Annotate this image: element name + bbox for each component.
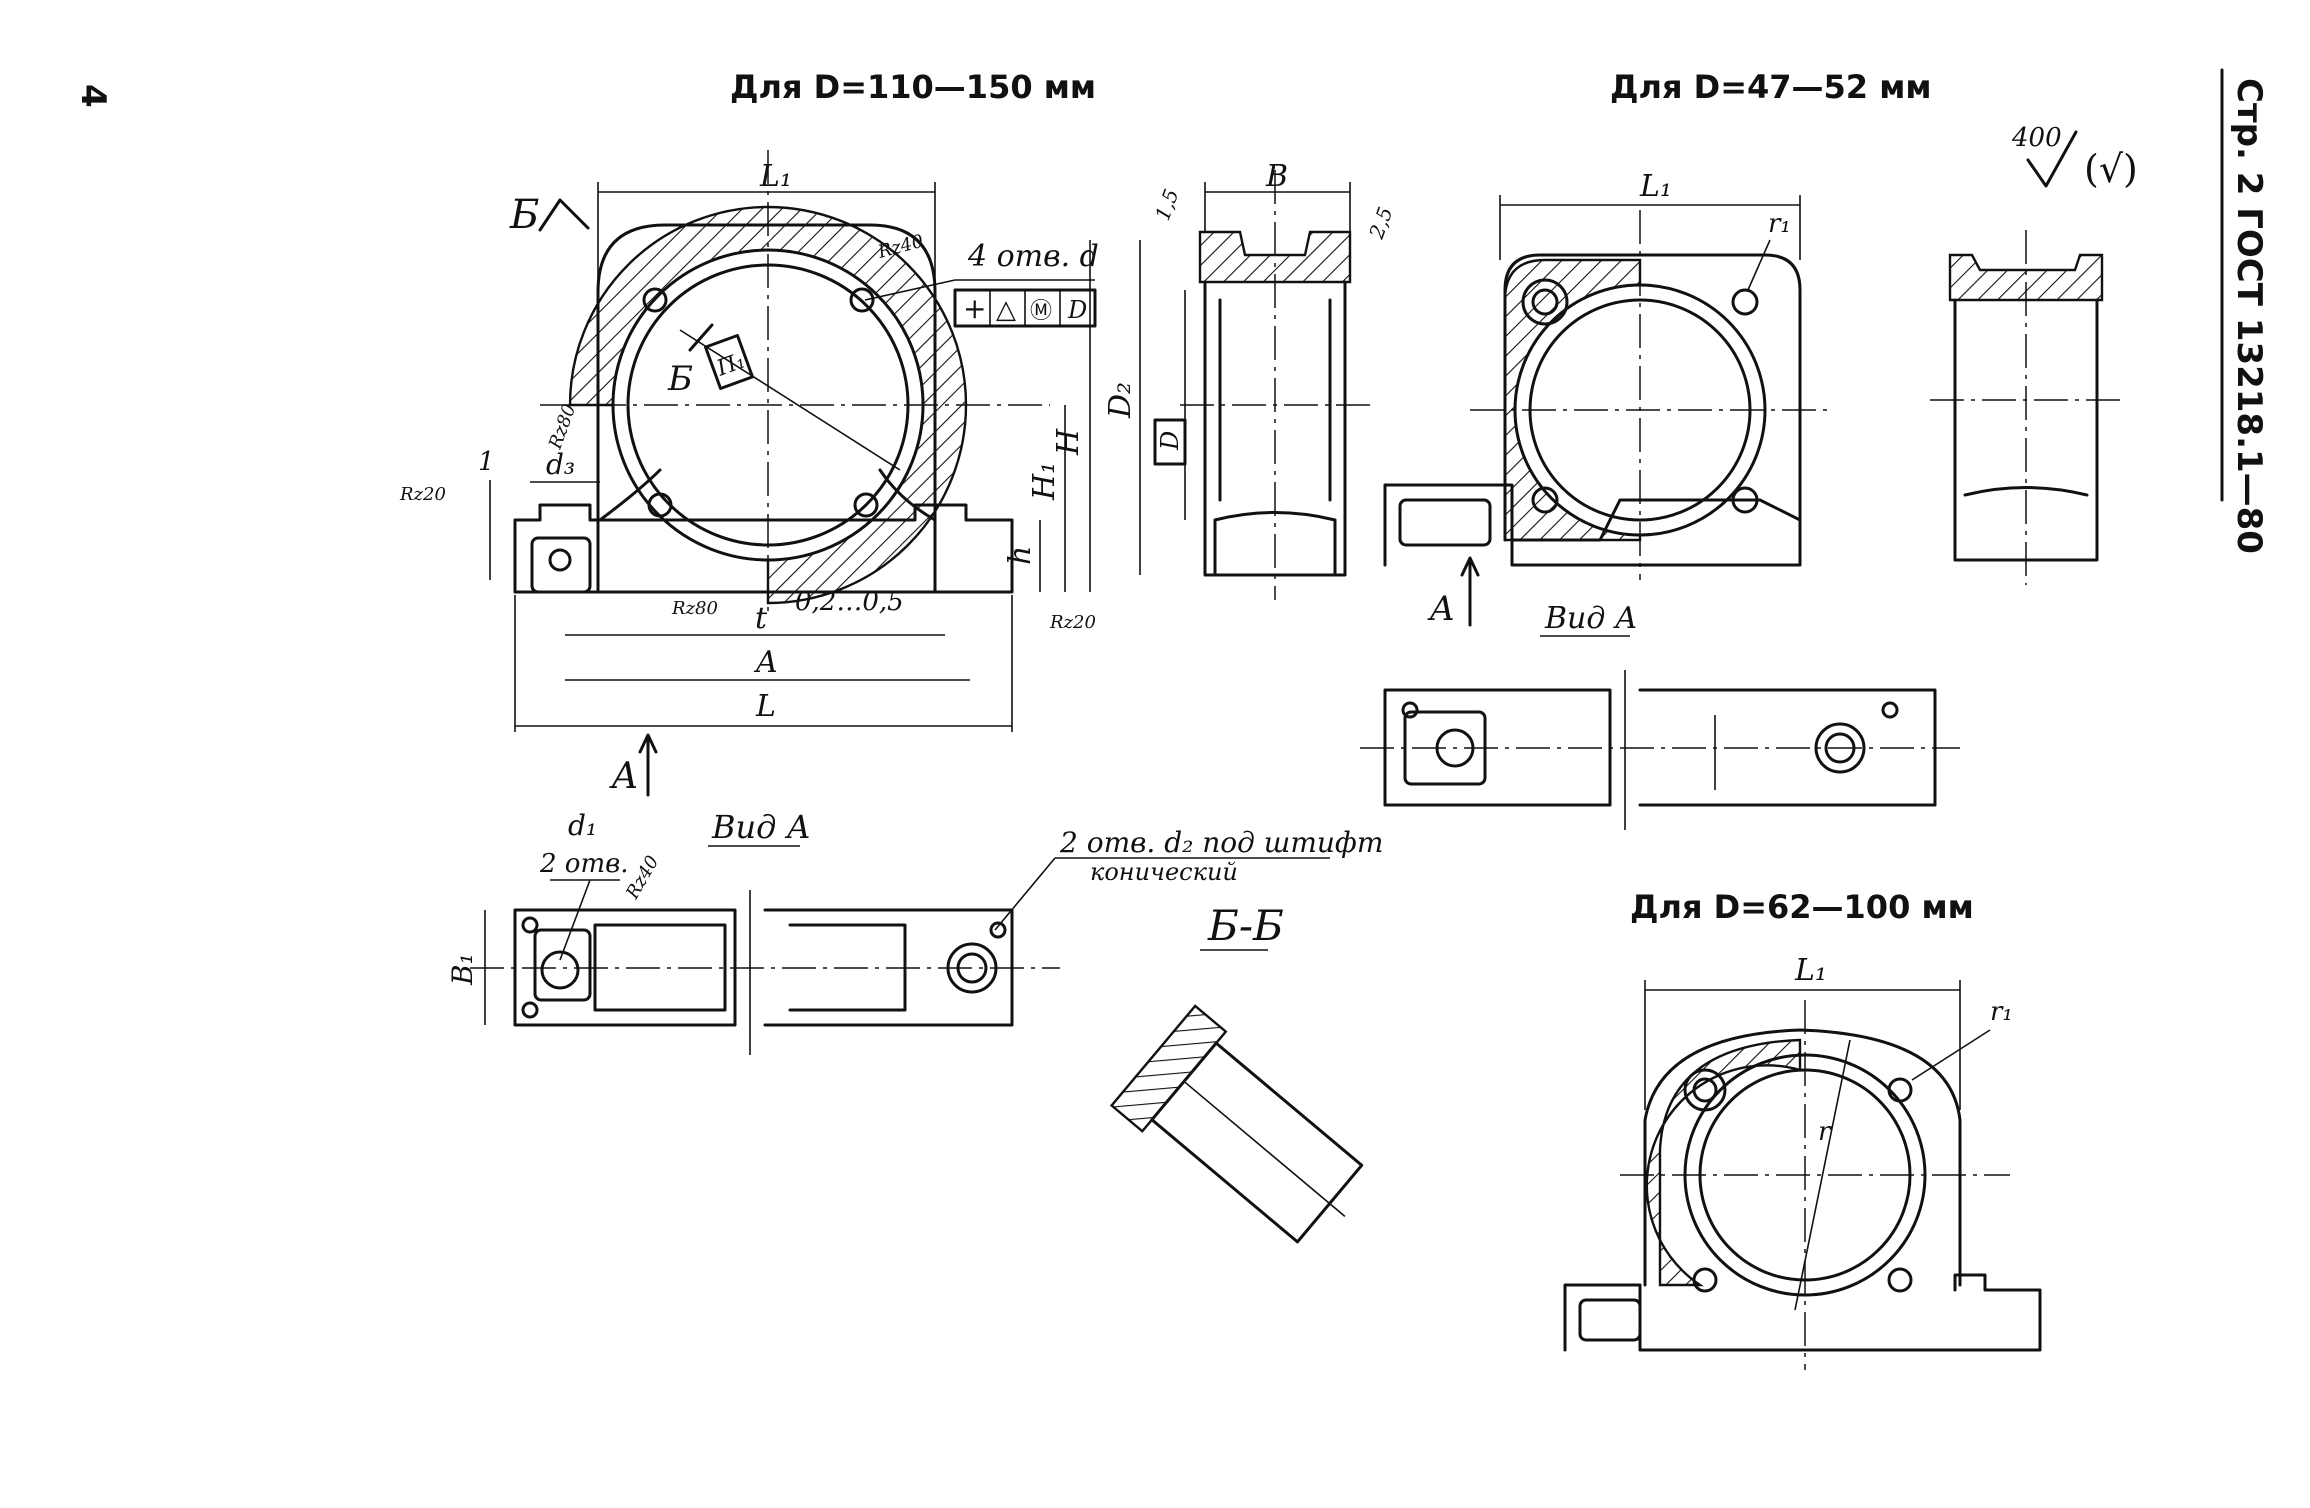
dim-L1-large: L₁ <box>759 159 792 194</box>
holes2-note: 2 отв. <box>539 849 629 879</box>
roughness-rz80-bottom: Rz80 <box>671 598 718 619</box>
side-header: Стр. 2 ГОСТ 13218.1—80 <box>2229 78 2269 554</box>
small-front-view: L₁ r₁ <box>1383 169 1830 580</box>
pin-note-1: 2 отв. d₂ под штифт <box>1059 826 1383 859</box>
svg-text:D: D <box>1067 296 1087 324</box>
dim-r1-small: r₁ <box>1768 209 1791 239</box>
roughness-general: 400 (√) <box>2011 123 2138 191</box>
svg-text:(√): (√) <box>2084 147 2138 191</box>
large-plan-view: Вид А B₁ d₁ 2 отв. Rz40 2 отв. d₂ под шт… <box>446 808 1383 1055</box>
view-label-a: Вид А <box>711 808 811 846</box>
svg-text:400: 400 <box>2011 123 2062 153</box>
roughness-rz20-left: Rz20 <box>399 484 446 505</box>
large-front-view <box>513 150 1050 618</box>
view-arrow-a: A <box>609 756 638 797</box>
dim-L1-mid: L₁ <box>1794 953 1827 988</box>
dim-d1: d₁ <box>568 809 597 842</box>
section-mark-b: Б <box>509 192 539 238</box>
mid-front-view: L₁ r₁ r <box>1563 953 2042 1370</box>
roughness-rz20-right: Rz20 <box>1049 612 1096 633</box>
dim-one: 1 <box>478 447 495 477</box>
pin-note-2: конический <box>1090 858 1238 886</box>
small-view-arrow: A Вид А <box>1427 556 1638 637</box>
svg-text:+: + <box>963 292 986 325</box>
dim-H: H <box>1051 428 1086 456</box>
dim-D2: D₂ <box>1103 382 1138 419</box>
section-bb-label: Б-Б <box>1207 901 1284 950</box>
dim-D: D <box>1156 431 1184 451</box>
header-title-mid: Для D=62—100 мм <box>1630 888 1974 926</box>
view-label-a-small: Вид А <box>1544 601 1638 636</box>
large-view-arrow: A <box>609 733 658 797</box>
dim-L: L <box>755 689 776 724</box>
holes-note: 4 отв. d <box>967 239 1099 274</box>
section-mark-b2: Б <box>667 359 693 399</box>
small-plan-view <box>1360 670 1960 830</box>
dim-gap: 0,2…0,5 <box>795 587 904 617</box>
large-side-view: B 1,5 2,5 D₂ D <box>1103 159 1398 600</box>
view-arrow-a-small: A <box>1427 589 1455 629</box>
roughness-rz80-side: Rz80 <box>545 401 581 452</box>
dim-B1: B₁ <box>446 953 479 986</box>
dim-H1: H₁ <box>1027 462 1062 501</box>
dim-A: A <box>753 645 778 680</box>
dim-r1-mid: r₁ <box>1990 997 2013 1027</box>
svg-text:Ⓜ: Ⓜ <box>1030 299 1052 324</box>
dim-B: B <box>1265 159 1288 194</box>
svg-text:△: △ <box>996 295 1016 325</box>
dim-r-mid: r <box>1818 1117 1832 1147</box>
dim-chamfer-right: 2,5 <box>1364 204 1398 243</box>
page-number: 4 <box>73 84 113 108</box>
dim-h: h <box>1003 546 1038 565</box>
dim-t: t <box>755 601 768 636</box>
header-title-large: Для D=110—150 мм <box>730 68 1096 106</box>
small-side-view <box>1930 230 2120 585</box>
dim-L1-small: L₁ <box>1639 169 1672 204</box>
section-bb: Б-Б <box>1109 901 1364 1244</box>
large-dimensions: L₁ t A L 0,2…0,5 H H₁ h 1 d₃ Rz40 Rz80 R… <box>399 159 1096 732</box>
dim-chamfer-left: 1,5 <box>1150 186 1183 224</box>
header-title-small: Для D=47—52 мм <box>1610 68 1932 106</box>
tolerance-frame: + △ Ⓜ D <box>953 288 1097 328</box>
dim-d3: d₃ <box>546 448 575 481</box>
